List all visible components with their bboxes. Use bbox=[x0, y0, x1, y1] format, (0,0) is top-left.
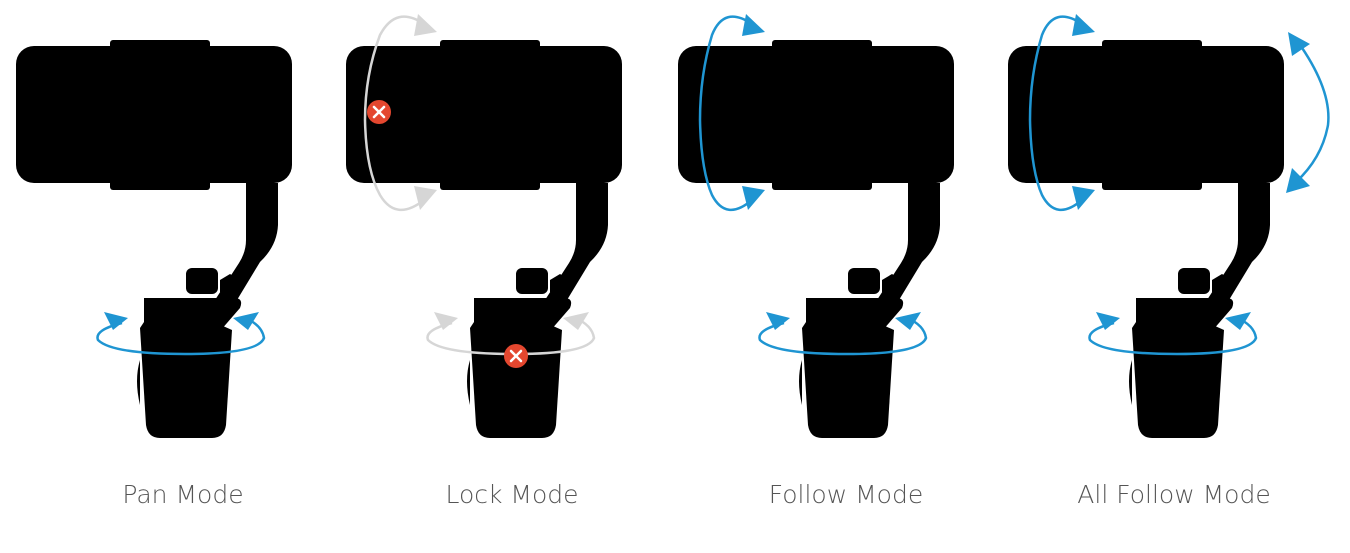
gimbal-illustration bbox=[678, 40, 954, 444]
all-follow-tilt-arrow bbox=[1028, 14, 1095, 211]
mode-label-pan: Pan Mode bbox=[122, 480, 243, 509]
gimbal-lock-mode bbox=[346, 40, 622, 444]
gimbal-illustration bbox=[346, 40, 622, 444]
pan-rotation-arrow bbox=[96, 312, 266, 356]
follow-tilt-arrow bbox=[698, 14, 765, 211]
mode-label-follow: Follow Mode bbox=[769, 480, 923, 509]
lock-x-marker-pan bbox=[504, 344, 528, 368]
lock-x-marker-tilt bbox=[367, 100, 391, 124]
lock-tilt-arrow-inactive bbox=[363, 14, 437, 211]
gimbal-illustration bbox=[1008, 40, 1284, 444]
gimbal-follow-mode bbox=[678, 40, 954, 444]
all-follow-pan-arrow bbox=[1088, 312, 1258, 356]
gimbal-illustration bbox=[16, 40, 292, 444]
gimbal-all-follow-mode bbox=[1008, 40, 1284, 444]
follow-pan-arrow bbox=[758, 312, 928, 356]
mode-label-all-follow: All Follow Mode bbox=[1077, 480, 1270, 509]
mode-label-lock: Lock Mode bbox=[445, 480, 578, 509]
all-follow-roll-arrow bbox=[1286, 32, 1330, 193]
gimbal-pan-mode bbox=[16, 40, 292, 444]
